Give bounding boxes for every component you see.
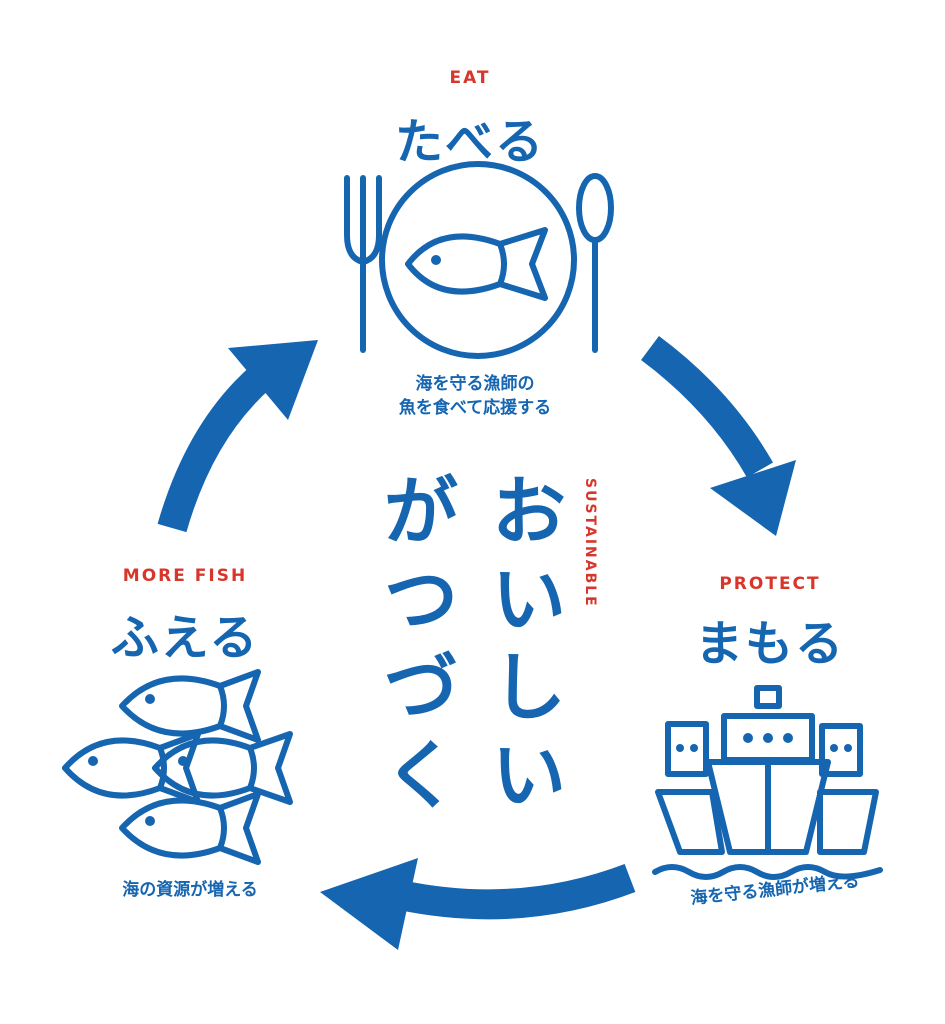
morefish-caption: 海の資源が増える bbox=[122, 880, 258, 900]
center-char: つ bbox=[384, 557, 458, 643]
morefish-label-jp: ふえる bbox=[110, 610, 260, 666]
spoon-icon bbox=[576, 173, 614, 353]
protect-label-en: PROTECT bbox=[719, 574, 821, 594]
center-char: づ bbox=[384, 645, 458, 731]
eat-label-jp: たべる bbox=[394, 114, 545, 170]
center-char: く bbox=[384, 733, 458, 819]
fork-icon bbox=[344, 175, 382, 353]
protect-label-jp: まもる bbox=[694, 616, 845, 672]
sustainable-label: SUSTAINABLE bbox=[582, 478, 598, 608]
fishing-boats-icon bbox=[652, 685, 883, 880]
fish-school-icon bbox=[62, 669, 293, 865]
center-char: が bbox=[384, 469, 458, 555]
fish-icon bbox=[405, 227, 548, 301]
morefish-label-en: MORE FISH bbox=[122, 566, 248, 586]
arrowhead-morefish bbox=[320, 858, 418, 950]
center-char: し bbox=[492, 645, 566, 731]
center-char: い bbox=[492, 557, 566, 643]
center-text-left-column: が つ づ く bbox=[376, 468, 466, 820]
center-char: い bbox=[492, 733, 566, 819]
center-char: お bbox=[492, 469, 566, 555]
arrow-morefish-to-eat bbox=[157, 364, 273, 533]
eat-label-en: EAT bbox=[449, 68, 491, 88]
eat-caption-line2: 魚を食べて応援する bbox=[398, 398, 552, 418]
center-text-right-column: お い し い bbox=[484, 468, 574, 820]
eat-caption: 海を守る漁師の 魚を食べて応援する bbox=[380, 372, 570, 420]
arrowhead-eat bbox=[228, 340, 318, 420]
arrowhead-protect bbox=[710, 460, 796, 536]
arrow-eat-to-protect bbox=[641, 335, 774, 478]
eat-caption-line1: 海を守る漁師の bbox=[415, 374, 535, 394]
arrow-protect-to-morefish bbox=[396, 863, 636, 920]
plate-icon bbox=[379, 161, 577, 359]
